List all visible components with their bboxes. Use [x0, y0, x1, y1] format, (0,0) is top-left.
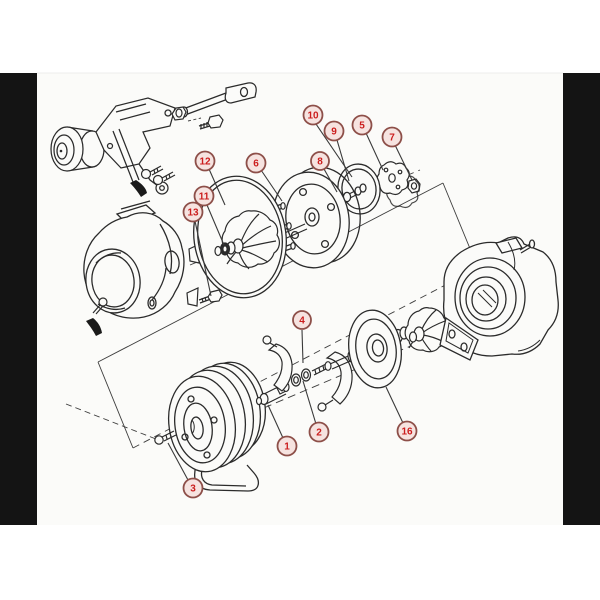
svg-text:16: 16	[401, 427, 413, 438]
left-letterbox-bar	[0, 73, 37, 525]
callout-8: 8	[310, 151, 338, 193]
seal-disc	[337, 163, 381, 215]
svg-text:7: 7	[389, 133, 395, 144]
callout-13: 13	[182, 201, 212, 297]
rod-nut	[171, 106, 187, 121]
svg-text:9: 9	[331, 127, 337, 138]
callout-11: 11	[193, 185, 225, 246]
callout-4: 4	[292, 310, 312, 364]
callout-2: 2	[302, 380, 330, 443]
svg-text:6: 6	[253, 159, 259, 170]
clamp-bolt-lower	[186, 287, 223, 307]
actuator-bracket-assembly	[50, 97, 176, 197]
callout-3: 3	[167, 442, 204, 499]
callout-1: 1	[267, 404, 298, 457]
svg-text:11: 11	[199, 192, 210, 203]
svg-text:4: 4	[299, 316, 305, 327]
svg-text:10: 10	[307, 111, 319, 122]
callout-10: 10	[302, 104, 353, 178]
compressor-housing	[83, 200, 185, 319]
svg-text:3: 3	[190, 484, 196, 495]
bearing-housing	[167, 361, 266, 492]
svg-text:12: 12	[199, 157, 211, 168]
turbine-housing	[439, 236, 559, 361]
svg-text:13: 13	[187, 208, 199, 219]
callout-5: 5	[351, 114, 384, 171]
mount-bolt-3	[154, 430, 177, 445]
svg-text:5: 5	[359, 121, 365, 132]
callout-16: 16	[385, 386, 418, 442]
bracket-bolt	[198, 114, 224, 130]
shaft-washers	[290, 361, 332, 387]
clamp-arm-left	[262, 335, 293, 392]
bracket-mount-bolts	[140, 165, 176, 186]
panel-top-edge	[37, 72, 563, 74]
callout-7: 7	[381, 126, 413, 181]
callout-9: 9	[323, 120, 350, 182]
actuator-rod	[179, 82, 257, 118]
svg-text:2: 2	[316, 428, 322, 439]
svg-text:8: 8	[317, 157, 323, 168]
callout-6: 6	[245, 152, 283, 202]
callout-12: 12	[194, 150, 226, 206]
right-letterbox-bar	[563, 73, 600, 525]
heat-shield	[348, 309, 402, 389]
clamp-arm-right	[317, 351, 353, 412]
housing-bolt	[92, 297, 108, 315]
rubber-elbow	[86, 318, 102, 336]
compressor-wheel	[214, 210, 280, 270]
svg-text:1: 1	[284, 442, 290, 453]
